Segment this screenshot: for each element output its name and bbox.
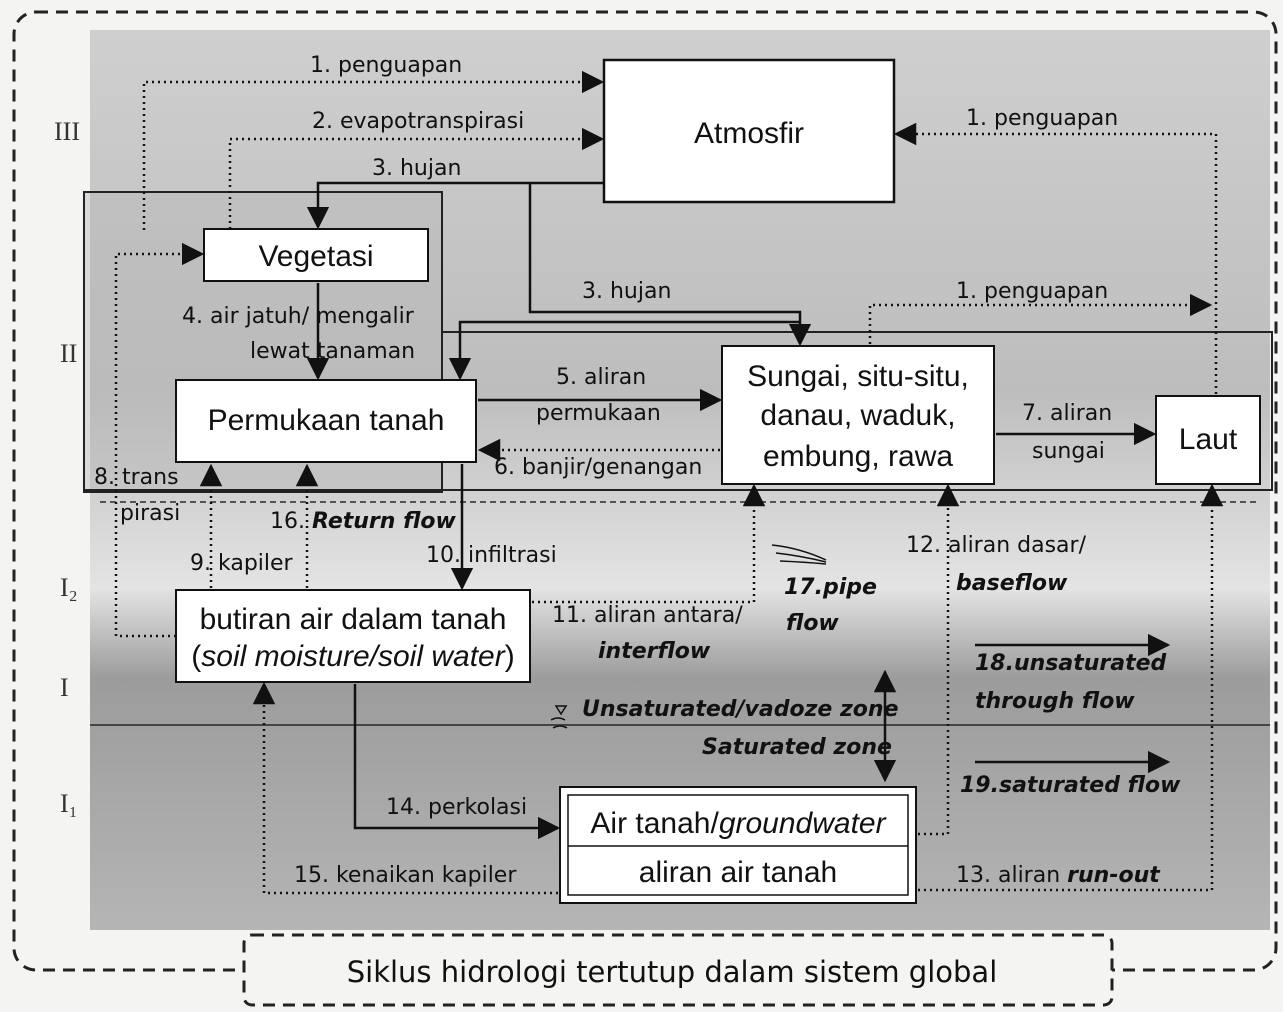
arrow-kenaikan-kapiler [252, 681, 558, 895]
label-aliran-permukaan-line1: 5. aliran [556, 365, 646, 390]
label-hujan-mid: 3. hujan [582, 279, 671, 304]
label-transpirasi-line2: pirasi [120, 501, 180, 526]
label-kapiler: 9. kapiler [190, 551, 294, 576]
permukaan-tanah-box [175, 379, 477, 463]
atmosfir-label: Atmosfir [694, 117, 804, 150]
label-air-jatuh-line1: 4. air jatuh/ mengalir [182, 304, 415, 329]
butiran-box [175, 589, 531, 683]
label-pipe-flow-line2: flow [786, 611, 839, 636]
water-table-icon [550, 705, 568, 729]
label-interflow-line1: 11. aliran antara/ [552, 603, 743, 628]
arrow-hujan-sungai [528, 183, 812, 347]
arrow-evapotranspirasi [228, 127, 605, 229]
label-saturated-zone: Saturated zone [702, 735, 892, 760]
label-unsaturated-zone: Unsaturated/vadoze zone [582, 697, 899, 722]
laut-box [1155, 395, 1261, 485]
label-aliran-sungai-line1: 7. aliran [1022, 401, 1112, 426]
level-i2-label: I₂ [60, 573, 78, 602]
level-iii-label: III [54, 117, 80, 146]
sungai-box [721, 345, 995, 485]
airtanah-box-inner [567, 794, 909, 896]
level-ii-label: II [60, 339, 77, 368]
label-penguapan-top: 1. penguapan [310, 53, 462, 78]
arrow-perkolasi [353, 684, 561, 840]
label-transpirasi-line1: 8. trans [94, 465, 179, 490]
label-evapotranspirasi: 2. evapotranspirasi [312, 109, 524, 134]
arrow-run-out [918, 483, 1224, 892]
label-baseflow-line2: baseflow [956, 571, 1068, 596]
caption-text: Siklus hidrologi tertutup dalam sistem g… [347, 955, 998, 989]
label-return-flow: 16. Return flow [270, 509, 457, 534]
label-aliran-permukaan-line2: permukaan [536, 401, 661, 426]
sungai-label-line1: Sungai, situ-situ, [747, 360, 969, 393]
arrow-penguapan-top [142, 70, 605, 230]
label-baseflow-line1: 12. aliran dasar/ [906, 533, 1087, 558]
arrow-interflow [532, 483, 766, 604]
vegetasi-label: Vegetasi [258, 240, 373, 273]
butiran-label-line1: butiran air dalam tanah [200, 603, 507, 636]
permukaan-tanah-label: Permukaan tanah [208, 404, 445, 437]
caption-frame [242, 933, 1114, 1007]
arrow-hujan-vegetasi [306, 181, 604, 230]
label-unsaturated-flow-line2: through flow [975, 689, 1135, 714]
butiran-label-line2: (soil moisture/soil water) [191, 640, 514, 673]
aliran-air-tanah-label: aliran air tanah [639, 856, 837, 889]
label-air-jatuh-line2: lewat tanaman [250, 339, 415, 364]
label-hujan-top: 3. hujan [372, 156, 461, 181]
arrow-baseflow [918, 483, 960, 836]
atmosfir-box [602, 58, 896, 204]
label-aliran-sungai-line2: sungai [1032, 439, 1105, 464]
vegetasi-box [203, 228, 429, 282]
airtanah-label: Air tanah/groundwater [590, 807, 886, 840]
arrow-penguapan-laut [893, 122, 1218, 394]
label-penguapan-right: 1. penguapan [966, 106, 1118, 131]
arrow-penguapan-sungai [868, 293, 1213, 344]
arrow-transpirasi [114, 242, 205, 638]
label-interflow-line2: interflow [598, 639, 711, 664]
region-ii-outline [84, 331, 1273, 491]
label-infiltrasi: 10. infiltrasi [426, 543, 557, 568]
sungai-label-line2: danau, waduk, [760, 399, 955, 432]
pipe-flow-icon [771, 544, 827, 565]
label-run-out: 13. aliran run-out [956, 863, 1161, 888]
label-kenaikan-kapiler: 15. kenaikan kapiler [294, 863, 517, 888]
label-saturated-flow: 19.saturated flow [960, 773, 1181, 798]
airtanah-box-outer [559, 786, 917, 904]
laut-label: Laut [1179, 423, 1238, 456]
label-unsaturated-flow-line1: 18.unsaturated [975, 651, 1167, 676]
level-i1-label: I₁ [60, 789, 78, 818]
label-perkolasi: 14. perkolasi [386, 795, 527, 820]
level-i-label: I [60, 673, 69, 702]
label-penguapan-mid: 1. penguapan [956, 279, 1108, 304]
sungai-label-line3: embung, rawa [763, 440, 953, 473]
label-banjir: 6. banjir/genangan [494, 455, 702, 480]
label-pipe-flow-line1: 17.pipe [784, 575, 877, 600]
arrow-hujan-permukaan [448, 320, 800, 381]
